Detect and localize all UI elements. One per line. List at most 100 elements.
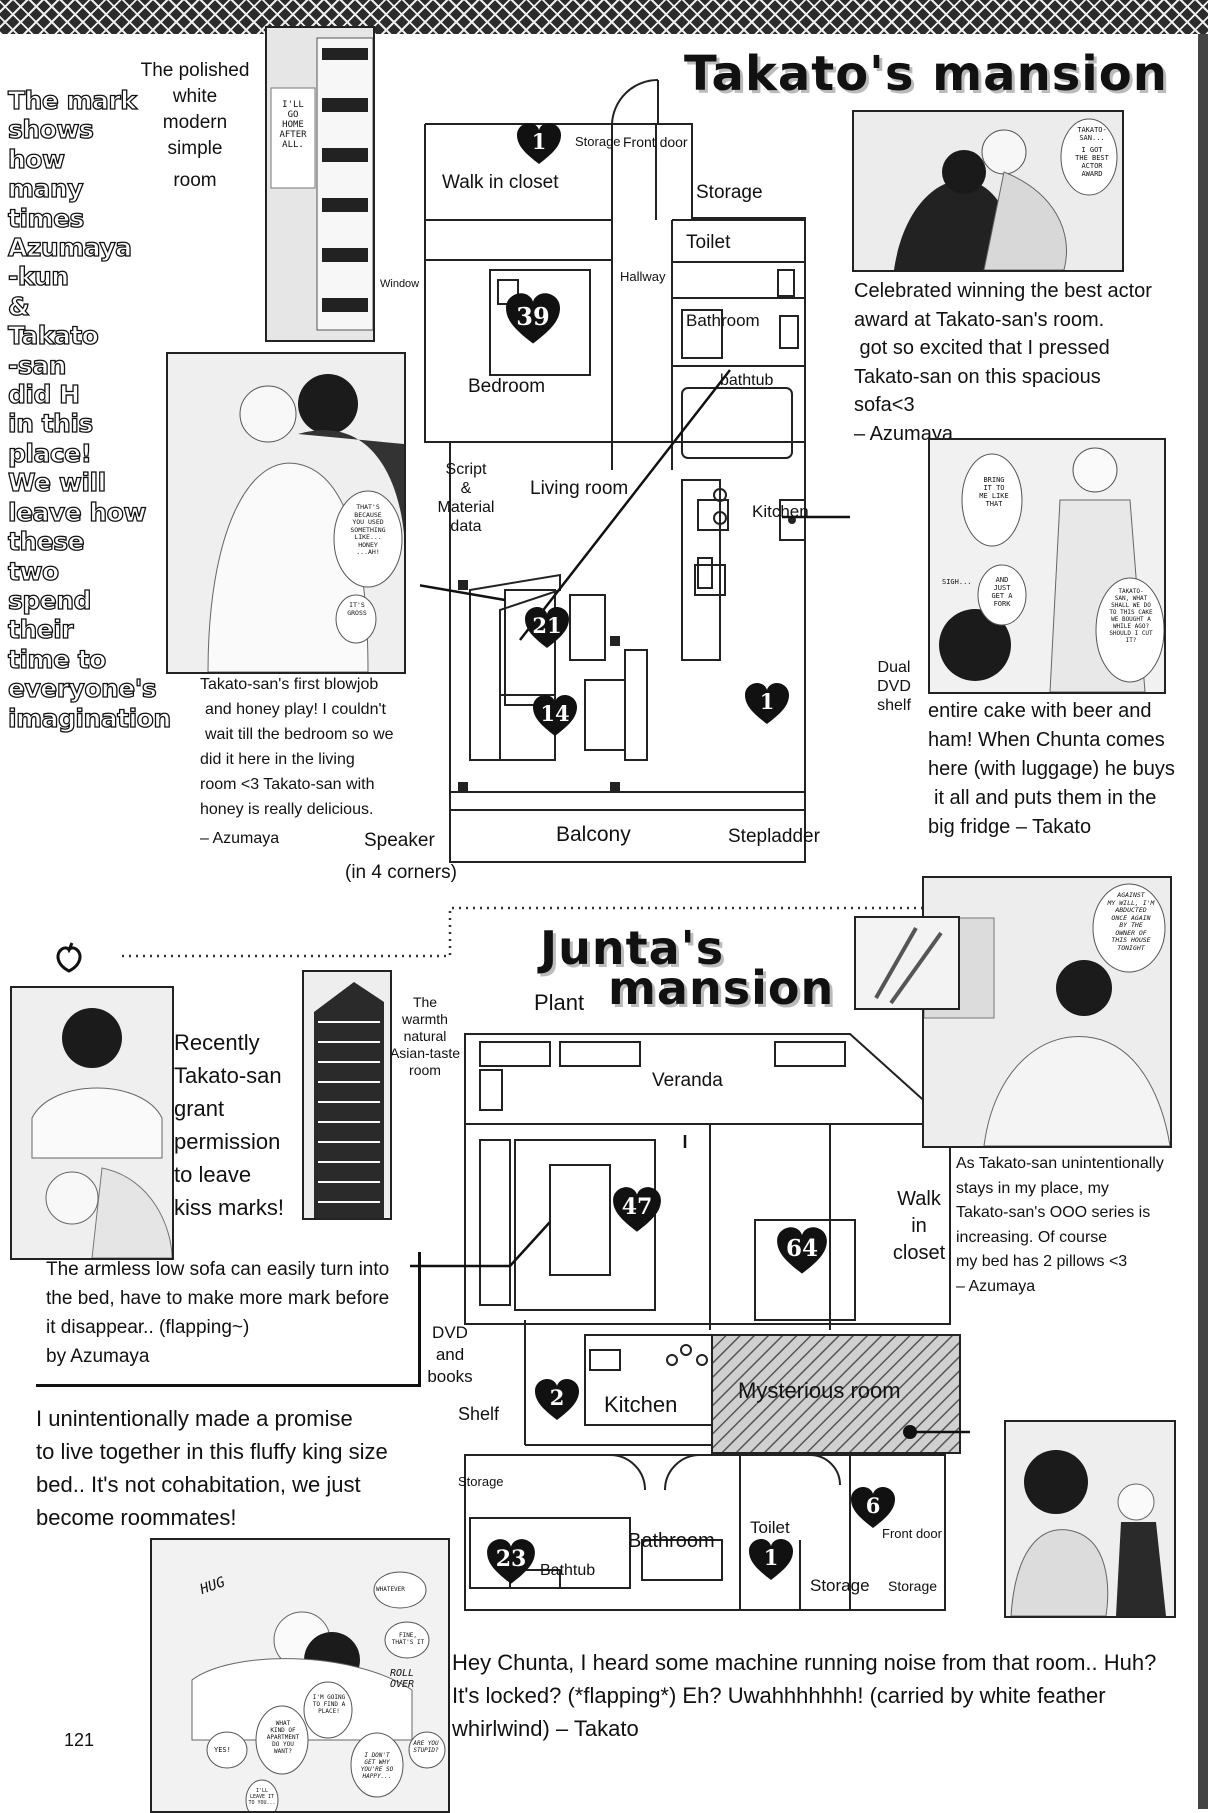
comment-line: – Azumaya [200,830,280,847]
speech-line: LIKE... [354,533,382,541]
side-note-line: in this [7,409,94,439]
comment-line: and honey play! I couldn't [205,701,386,718]
junta-front-door: Front door [882,1526,942,1541]
junta-building-photo [302,970,392,1220]
speech-roll: ROLL OVER [384,1668,420,1690]
junta-photo-caption: The warmth natural Asian-taste room [380,994,470,1079]
side-note-line: how [7,144,65,174]
speech-line: YES! [214,1746,231,1754]
comment-line: it all and puts them in the [934,787,1157,809]
speech-line: GROSS [347,608,367,617]
speech-line: SAN... [1079,134,1105,142]
heart-count: 39 [516,302,550,331]
speech-line: ROLL [389,1668,415,1679]
speech-line: I'M GOING [312,1694,346,1701]
comment-blowjob: Takato-san's first blowjob and honey pla… [200,672,422,851]
speech-line: AFTER [279,130,307,140]
speech-fine: FINE, THAT'S IT [388,1632,428,1646]
comment-line: room <3 Takato-san with [200,776,375,793]
script-line: & [460,480,472,497]
speech-line: BRING [983,476,1005,484]
speech-stupid: ARE YOU STUPID? [406,1740,446,1754]
side-note-line: Takato [7,321,99,351]
speech-line: I DON'T [364,1752,390,1759]
comment-line: did it here in the living [200,751,355,768]
side-note-line: -san [7,350,67,380]
speech-line: SOMETHING [350,525,386,534]
speech-line: BY THE [1119,921,1143,929]
comment-line: entire cake with beer and [928,700,1152,722]
speech-line: ME LIKE [979,492,1009,500]
speech-line: HAPPY... [362,1773,392,1780]
comment-cake: entire cake with beer and ham! When Chun… [928,697,1188,842]
manga-panel-secret [1004,1420,1176,1618]
heart-count: 64 [785,1235,818,1262]
section-divider [122,906,922,958]
side-note-line: shows [7,115,94,145]
junta-plant-label: Plant [534,990,585,1015]
speech-line: TO YOU... [248,1800,276,1806]
junta-bathtub: Bathtub [540,1562,596,1579]
speech-line: AND [995,576,1009,584]
caption-line: room [409,1062,441,1078]
speech-line: GET WHY [364,1759,390,1766]
comment-line: bed.. It's not cohabitation, we just [36,1472,361,1497]
takato-dvd-shelf-label: Dual DVD shelf [866,658,922,715]
heart-mark-living: 14 [532,694,578,738]
takato-building-photo: I'LL GO HOME AFTER ALL. [265,26,375,342]
takato-photo-caption: The polished white modern simple room [130,58,260,194]
comment-line: As Takato-san unintentionally [956,1155,1164,1172]
comment-line: ham! When Chunta comes [928,729,1165,751]
page-number: 121 [64,1730,95,1750]
speech-line: JUST [993,584,1011,592]
speech-line: THAT'S IT [391,1639,425,1646]
speech-line: GO [287,110,299,120]
side-note-line: leave how [7,497,147,527]
comment-line: – Azumaya [956,1277,1036,1295]
speech-line: ARE YOU [413,1740,439,1747]
speech-line: MY WILL, I'M [1107,898,1155,907]
script-line: Script [445,461,487,478]
closet-line: Walk [897,1188,941,1210]
heart-count: 23 [495,1546,527,1572]
heart-count: 1 [759,689,775,714]
takato-toilet: Toilet [686,232,731,253]
speech-line: HOME [282,120,304,130]
speech-line: THIS HOUSE [1111,936,1151,944]
heart-count: 14 [540,701,570,726]
dvd-line: DVD [877,678,911,695]
heart-mark-shelf: 1 [744,682,790,726]
speech-line: I'LL [282,100,304,110]
heart-count: 6 [865,1493,881,1518]
caption-line: Asian-taste [389,1045,461,1061]
takato-stepladder: Stepladder [728,826,820,847]
manga-panel-kiss [10,986,174,1260]
takato-front-door: Front door [623,134,688,150]
speech-line: GET A [991,592,1013,600]
script-line: Material [437,499,495,516]
comment-line: Hey Chunta, I heard some machine running… [452,1650,1157,1675]
caption-line: warmth [402,1011,448,1027]
heart-mark-sofa: 21 [524,606,570,650]
comment-line: got so excited that I pressed [854,337,1110,359]
closet-line: closet [892,1242,946,1264]
takato-balcony: Balcony [556,823,631,846]
comment-line: stays in my place, my [956,1179,1109,1197]
heart-count: 47 [621,1194,653,1220]
heart-mark-kitchen-junta: 2 [534,1378,580,1422]
heart-count: 1 [531,129,547,154]
junta-storage-2: Storage [888,1578,938,1594]
side-note-line: many [7,174,84,204]
comment-line: Takato-san's OOO series is [956,1204,1151,1221]
manga-panel-cake: BRING IT TO ME LIKE THAT AND JUST GET A … [928,438,1166,694]
comment-line: I unintentionally made a promise [36,1406,353,1431]
heart-mark-bath-junta: 23 [486,1538,536,1586]
speech-line: IT'S [349,601,365,609]
speech-line: TO FIND A [312,1701,346,1708]
speech-line: WHATEVER [376,1586,405,1593]
comment-line: my bed has 2 pillows <3 [956,1253,1128,1270]
side-note-line: place! [7,438,92,468]
comment-line: grant [174,1096,225,1121]
side-note-line: spend [7,585,92,615]
comment-sofa-box: The armless low sofa can easily turn int… [36,1252,421,1387]
